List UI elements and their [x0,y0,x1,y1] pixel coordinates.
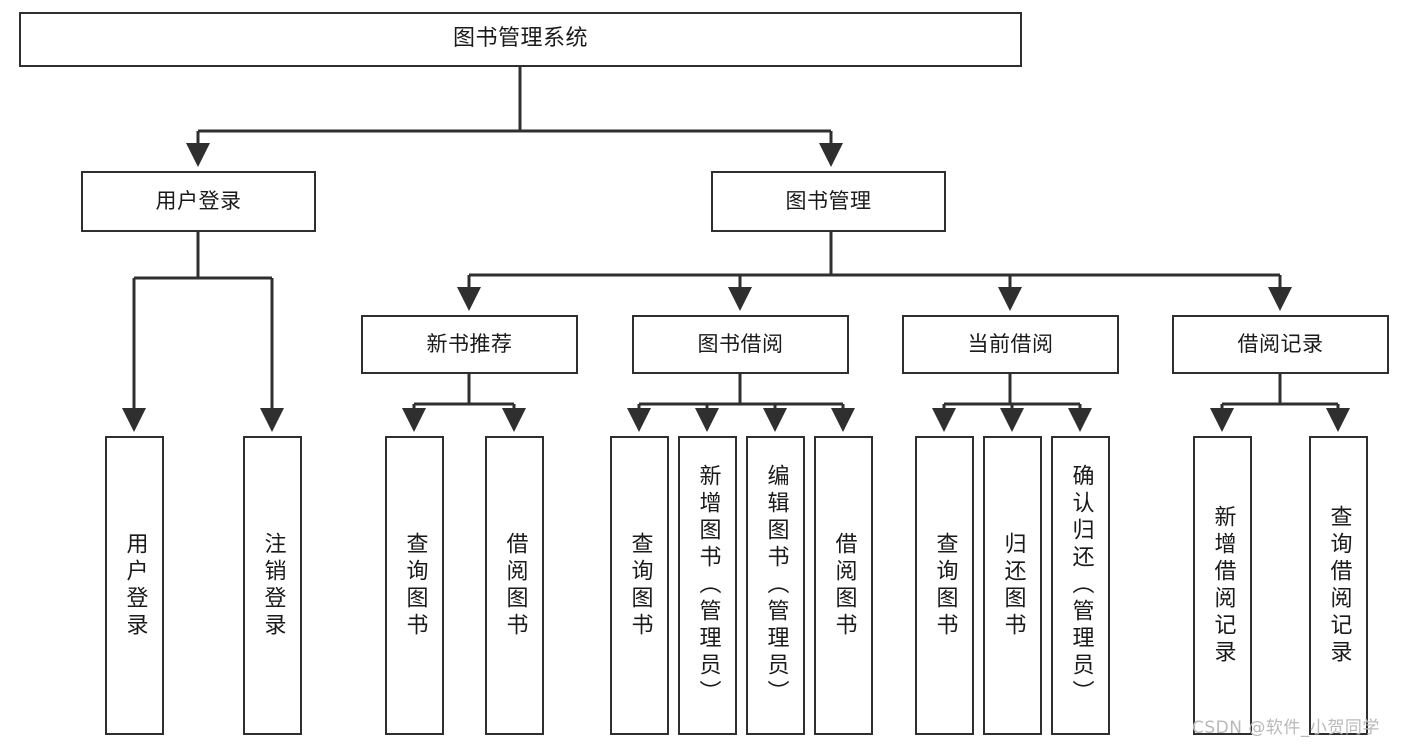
node-user-login[interactable]: 用户登录 [81,171,316,232]
node-label: 用户登录 [155,188,242,213]
node-label: 查询借阅记录 [1326,504,1352,667]
leaf-current-borrow-return[interactable]: 归还图书 [983,436,1042,735]
leaf-book-borrow-edit-admin[interactable]: 编辑图书（管理员） [746,436,805,735]
node-current-borrow[interactable]: 当前借阅 [902,315,1119,374]
node-label: 新增借阅记录 [1210,504,1236,667]
node-label: 编辑图书（管理员） [763,464,789,707]
node-root-book-management-system[interactable]: 图书管理系统 [19,12,1022,67]
node-label: 新书推荐 [426,331,513,356]
node-label: 注销登录 [260,531,286,640]
leaf-book-borrow-borrow[interactable]: 借阅图书 [814,436,873,735]
leaf-current-borrow-confirm-return-admin[interactable]: 确认归还（管理员） [1051,436,1110,735]
node-label: 借阅图书 [831,531,857,640]
leaf-book-borrow-query[interactable]: 查询图书 [610,436,669,735]
node-label: 查询图书 [932,531,958,640]
node-label: 借阅记录 [1237,331,1324,356]
leaf-borrow-record-add[interactable]: 新增借阅记录 [1193,436,1252,735]
node-label: 归还图书 [1000,531,1026,640]
node-label: 图书管理系统 [452,26,588,52]
leaf-current-borrow-query[interactable]: 查询图书 [915,436,974,735]
node-label: 新增图书（管理员） [695,464,721,707]
leaf-borrow-record-query[interactable]: 查询借阅记录 [1309,436,1368,735]
node-book-borrow[interactable]: 图书借阅 [632,315,849,374]
node-book-management[interactable]: 图书管理 [711,171,946,232]
node-label: 借阅图书 [502,531,528,640]
node-label: 当前借阅 [967,331,1054,356]
node-label: 确认归还（管理员） [1068,464,1094,707]
leaf-new-book-query[interactable]: 查询图书 [385,436,444,735]
node-new-book-recommend[interactable]: 新书推荐 [361,315,578,374]
leaf-user-login-login[interactable]: 用户登录 [105,436,164,735]
leaf-user-login-logout[interactable]: 注销登录 [243,436,302,735]
node-label: 用户登录 [122,531,148,640]
node-borrow-record[interactable]: 借阅记录 [1172,315,1389,374]
node-label: 查询图书 [402,531,428,640]
leaf-book-borrow-add-admin[interactable]: 新增图书（管理员） [678,436,737,735]
node-label: 查询图书 [627,531,653,640]
node-label: 图书管理 [785,188,872,213]
node-label: 图书借阅 [697,331,784,356]
leaf-new-book-borrow[interactable]: 借阅图书 [485,436,544,735]
